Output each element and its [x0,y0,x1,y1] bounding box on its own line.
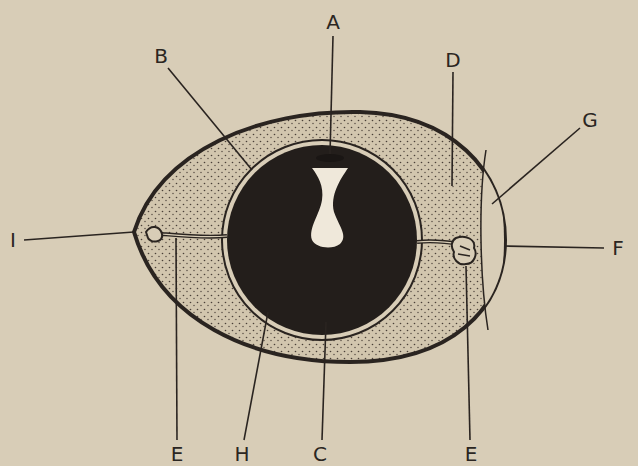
part-letter: E [171,444,184,464]
part-letter: A [326,12,340,32]
part-letter: D [445,50,460,70]
part-letter: E [465,444,478,464]
part-letter: B [154,46,168,66]
part-letter: I [10,230,16,250]
part-letter: H [234,444,249,464]
part-letter: F [612,238,624,258]
part-letter: C [313,444,327,464]
part-letter: G [582,110,598,130]
